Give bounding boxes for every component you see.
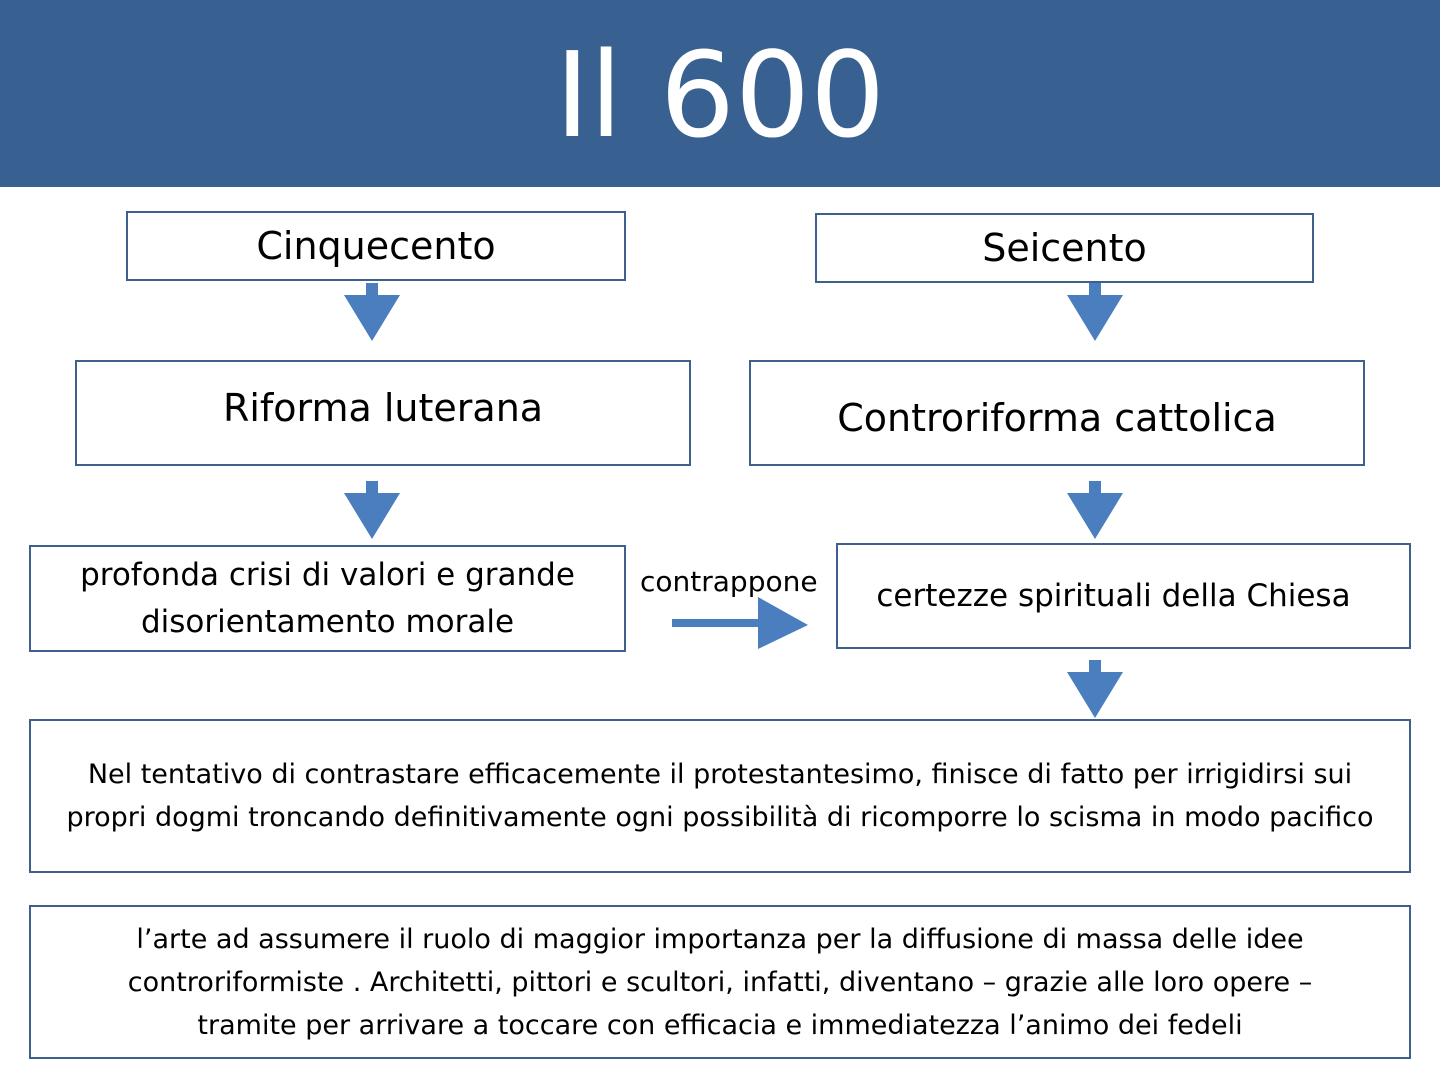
arrow-down-icon bbox=[1067, 283, 1123, 341]
box-cinquecento: Cinquecento bbox=[126, 211, 626, 281]
title-banner bbox=[0, 0, 1440, 187]
box-tentativo: Nel tentativo di contrastare efficacemen… bbox=[29, 719, 1411, 873]
connector-label: contrappone bbox=[640, 565, 818, 598]
arrow-down-icon bbox=[1067, 481, 1123, 539]
slide-title: Il 600 bbox=[554, 26, 886, 164]
arrow-down-icon bbox=[1067, 660, 1123, 718]
arrow-down-icon bbox=[344, 481, 400, 539]
box-arte: l’arte ad assumere il ruolo di maggior i… bbox=[29, 905, 1411, 1059]
box-riforma-luterana: Riforma luterana bbox=[75, 360, 691, 466]
box-certezze-spirituali: certezze spirituali della Chiesa bbox=[836, 543, 1411, 649]
box-seicento: Seicento bbox=[815, 213, 1314, 283]
box-crisi-valori: profonda crisi di valori e grande disori… bbox=[29, 545, 626, 652]
box-controriforma-cattolica: Controriforma cattolica bbox=[749, 360, 1365, 466]
arrow-down-icon bbox=[344, 283, 400, 341]
arrow-right-icon bbox=[672, 597, 808, 649]
